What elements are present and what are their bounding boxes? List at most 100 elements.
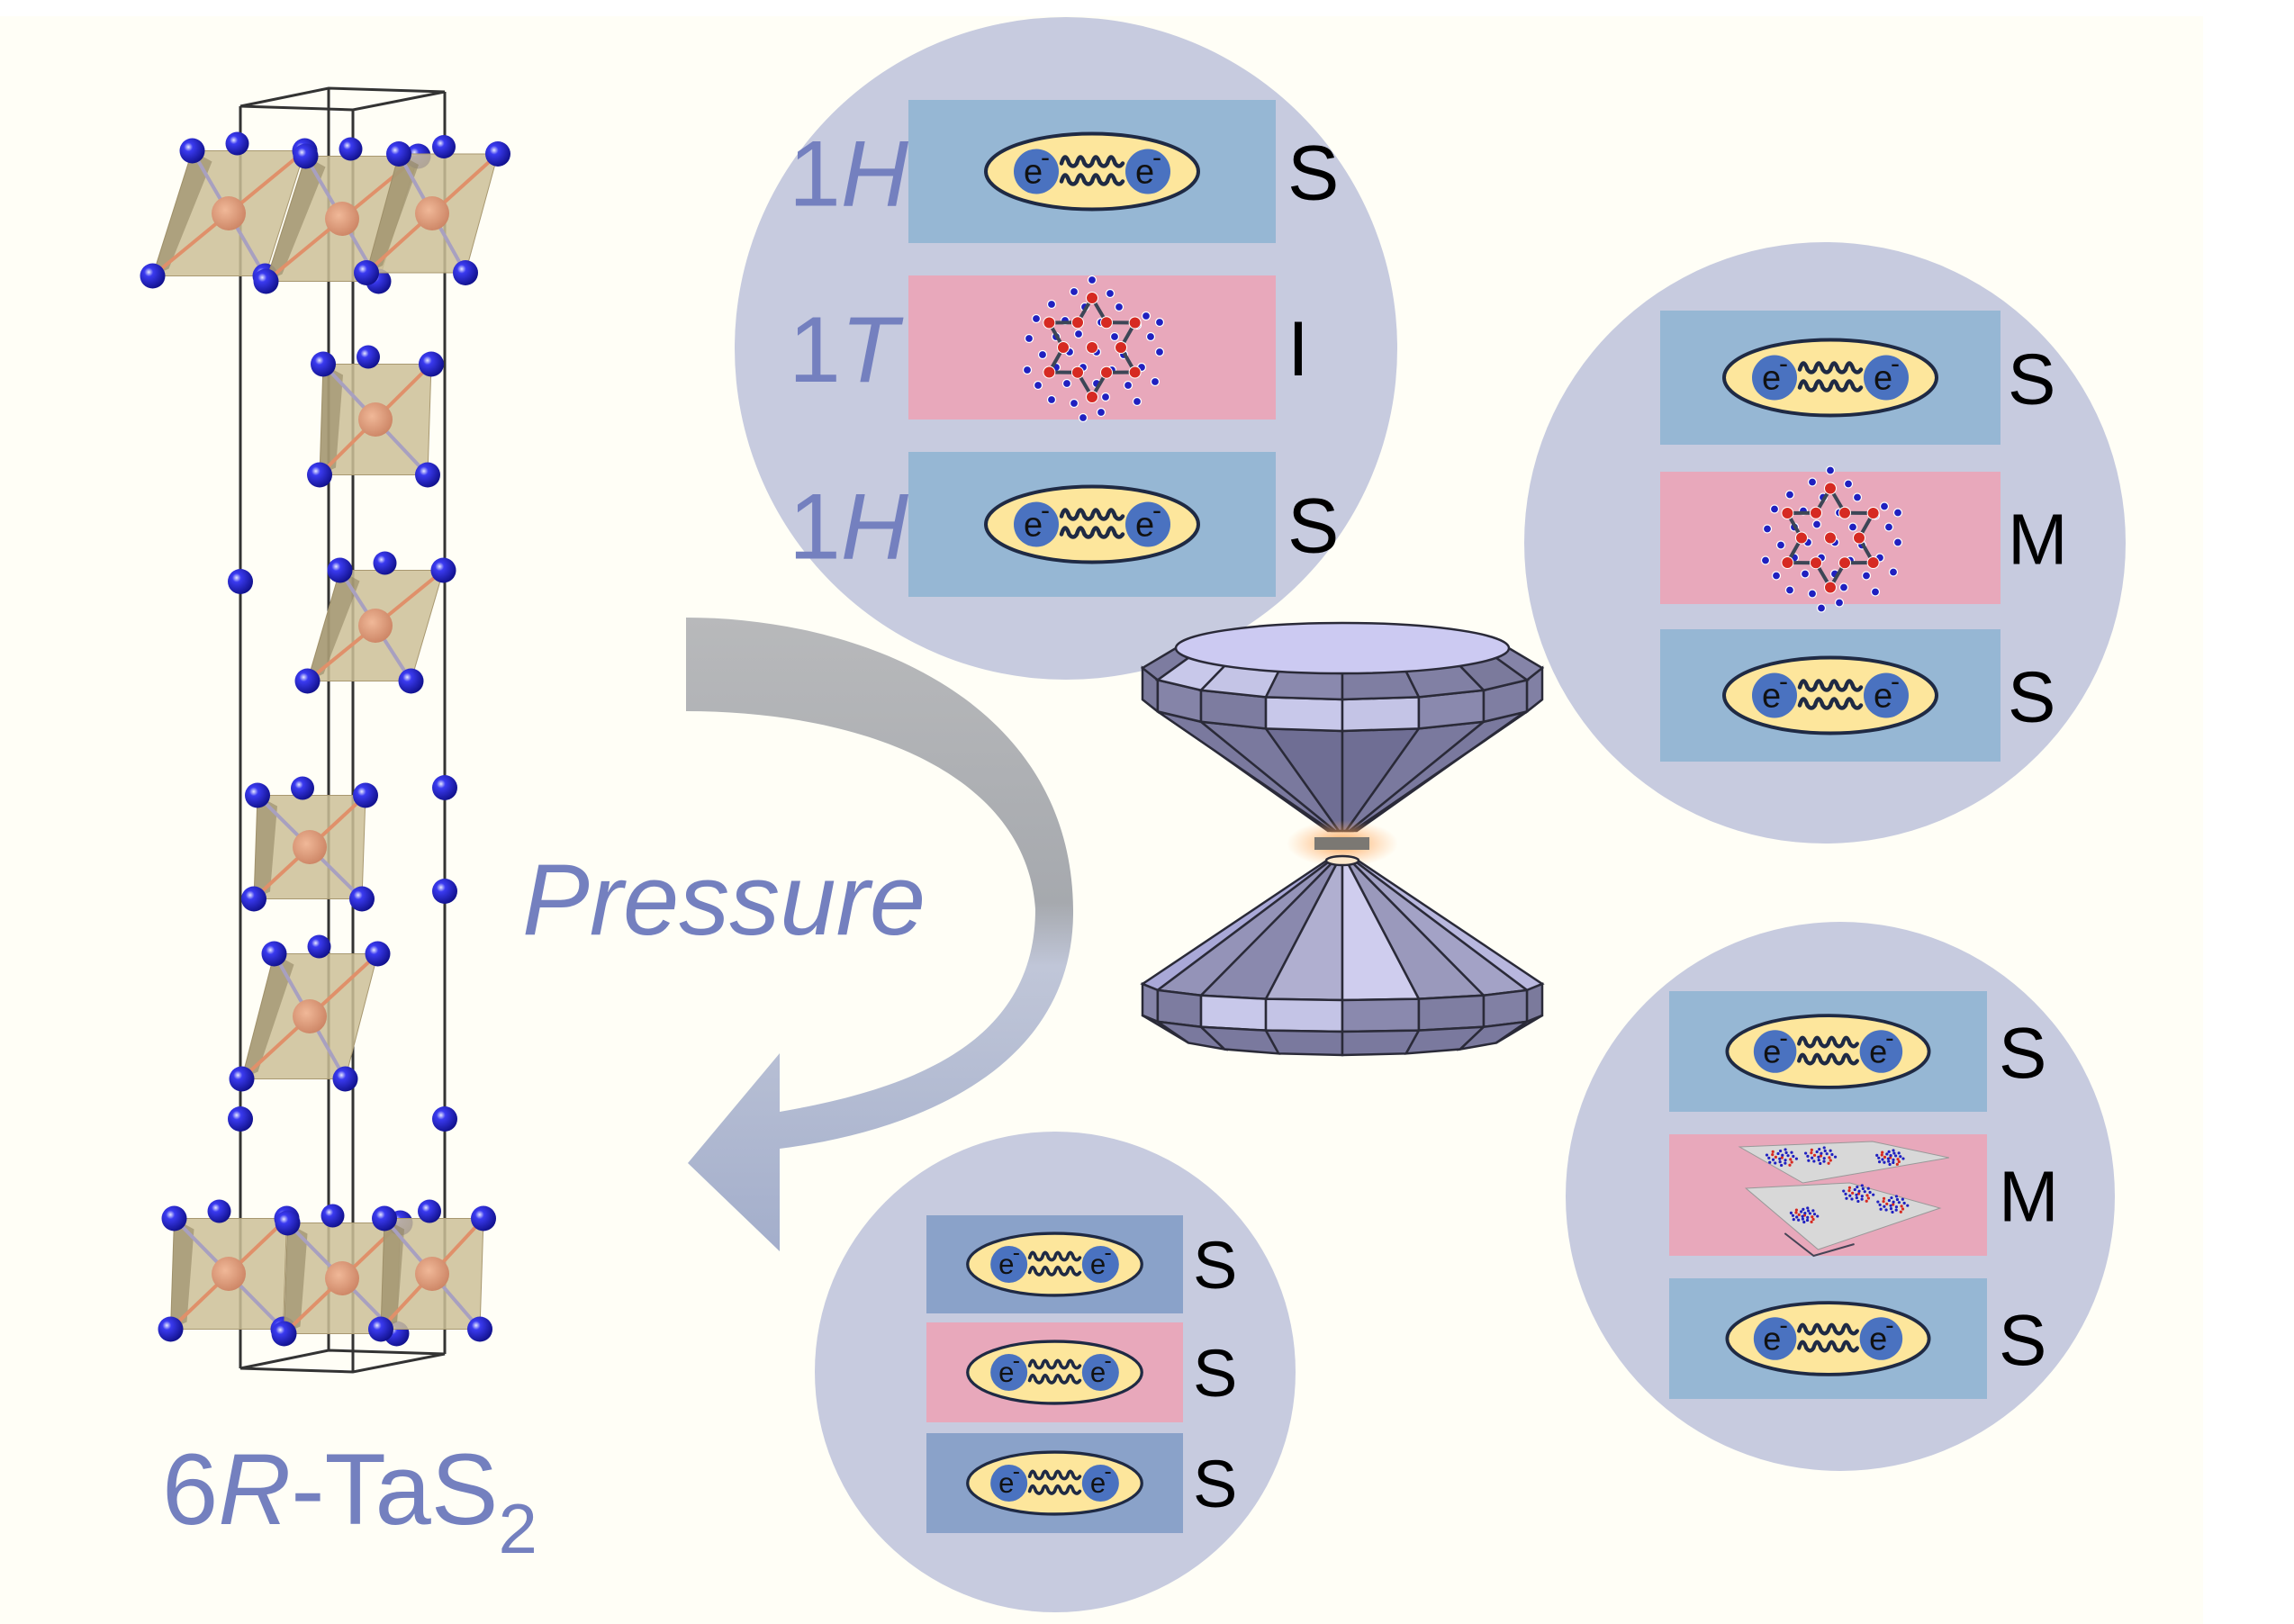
electron-charge: - — [1891, 349, 1900, 379]
cdw-dot — [1885, 1202, 1889, 1205]
cdw-blue-atom — [1069, 398, 1079, 409]
layer-type-label: 1H — [789, 475, 909, 580]
electron-icon — [1081, 1465, 1119, 1502]
cdw-dot — [1897, 1151, 1901, 1155]
panel-pressure-3: e-e-Se-e-Se-e-S — [815, 1132, 1296, 1612]
cdw-dot — [1900, 1204, 1903, 1208]
s-atom — [485, 141, 510, 167]
s-atom — [357, 345, 380, 369]
cdw-dot — [1784, 1148, 1787, 1151]
cdw-blue-atom — [1825, 465, 1836, 475]
cdw-red-atom — [1071, 365, 1084, 379]
cooper-pair-icon: e-e- — [966, 1450, 1143, 1516]
cdw-dot — [1830, 1152, 1834, 1157]
unit-cell-box — [239, 86, 447, 1374]
layer-type-label: 1T — [789, 298, 904, 402]
cdw-dot — [1894, 1195, 1899, 1198]
ta-atom — [358, 609, 393, 643]
pairing-wave — [1797, 1340, 1859, 1353]
anvil-culet — [1324, 854, 1360, 867]
cdw-dot — [1789, 1158, 1793, 1161]
cdw-dot — [1765, 1153, 1769, 1157]
cdw-dot — [1899, 1155, 1902, 1159]
cdw-red-atom — [1810, 556, 1822, 570]
cdw-blue-atom — [1811, 519, 1822, 529]
anvil-girdle-facet — [1264, 997, 1344, 1033]
electron-charge: - — [1779, 1311, 1788, 1340]
electron-symbol: e — [998, 1357, 1014, 1388]
electron-symbol: e — [1762, 360, 1781, 398]
compound-label: 6R-TaS2 — [162, 1433, 537, 1568]
cdw-dot — [1816, 1214, 1820, 1218]
layer-2: M — [1669, 1134, 2059, 1258]
cdw-dot — [1892, 1200, 1895, 1204]
cdw-blue-atom — [1073, 329, 1084, 339]
octahedron — [368, 1199, 496, 1342]
cdw-dot — [1810, 1151, 1813, 1155]
cdw-dot — [1880, 1153, 1883, 1157]
cdw-dot — [1805, 1218, 1810, 1223]
s-atom — [140, 263, 166, 289]
cdw-red-atom — [1810, 506, 1822, 519]
s-atom — [398, 668, 424, 694]
s-atom — [158, 1316, 184, 1342]
pairing-wave — [1027, 1250, 1082, 1262]
sample-icon — [1314, 837, 1369, 850]
s-atom — [430, 557, 456, 583]
electron-icon — [1014, 501, 1059, 547]
cdw-dot — [1810, 1220, 1813, 1223]
cdw-blue-atom — [1141, 311, 1152, 321]
cooper-pair-icon: e-e- — [984, 131, 1200, 212]
octahedron — [354, 135, 510, 285]
cdw-dot — [1822, 1159, 1826, 1163]
electron-symbol: e — [1763, 1033, 1781, 1069]
octahedron-shade — [381, 1218, 404, 1330]
cdw-dot — [1857, 1189, 1861, 1193]
cdw-dot — [1897, 1201, 1901, 1204]
cdw-blue-atom — [1096, 407, 1106, 418]
cdw-dot — [1892, 1158, 1895, 1161]
cdw-dot — [1780, 1163, 1784, 1168]
layer-2: e-e-S — [926, 1322, 1237, 1422]
cdw-dot — [1892, 1151, 1896, 1155]
anvil-crown-facet — [1495, 1014, 1543, 1044]
cdw-dot — [1818, 1147, 1821, 1151]
electron-charge: - — [1885, 1311, 1894, 1340]
cdw-dot — [1887, 1150, 1891, 1153]
cdw-dot — [1892, 1203, 1895, 1206]
s-atom — [253, 268, 279, 294]
cdw-dot — [1776, 1151, 1780, 1156]
electron-symbol: e — [1024, 507, 1043, 545]
cdw-plane — [1744, 1182, 1942, 1250]
cdw-blue-atom — [1879, 501, 1890, 511]
cdw-blue-atom — [1838, 582, 1849, 592]
cdw-dot — [1866, 1186, 1870, 1190]
compound-middle: -TaS — [291, 1433, 498, 1546]
cdw-dot — [1823, 1149, 1827, 1153]
cdw-dot — [1866, 1196, 1871, 1200]
electron-charge: - — [1104, 1349, 1111, 1374]
cooper-pair-icon: e-e- — [966, 1340, 1143, 1405]
cdw-red-atom — [1781, 556, 1794, 569]
cdw-dot — [1806, 1154, 1810, 1158]
layer-3: e-e-S — [1660, 629, 2055, 762]
pairing-wave — [1027, 1265, 1082, 1277]
electron-symbol: e — [1869, 1320, 1887, 1357]
cdw-blue-atom — [1078, 412, 1088, 423]
s-atom — [365, 941, 391, 967]
cdw-dot — [1878, 1203, 1882, 1206]
cooper-pair-icon: e-e- — [1722, 655, 1938, 735]
ta-atom — [415, 1257, 449, 1291]
cdw-dot — [1811, 1156, 1814, 1159]
cdw-blue-atom — [1775, 540, 1786, 550]
electron-symbol: e — [1874, 678, 1892, 716]
layer-2: M — [1660, 465, 2068, 613]
layer-2: I1T — [789, 275, 1309, 423]
cdw-blue-atom — [1061, 378, 1072, 389]
electron-icon — [1864, 672, 1909, 718]
cdw-blue-atom — [1892, 508, 1903, 518]
layer-type-label: 1H — [789, 122, 909, 227]
cdw-dot — [1876, 1200, 1880, 1204]
octahedron-shade — [266, 156, 326, 282]
s-atom — [432, 775, 457, 800]
